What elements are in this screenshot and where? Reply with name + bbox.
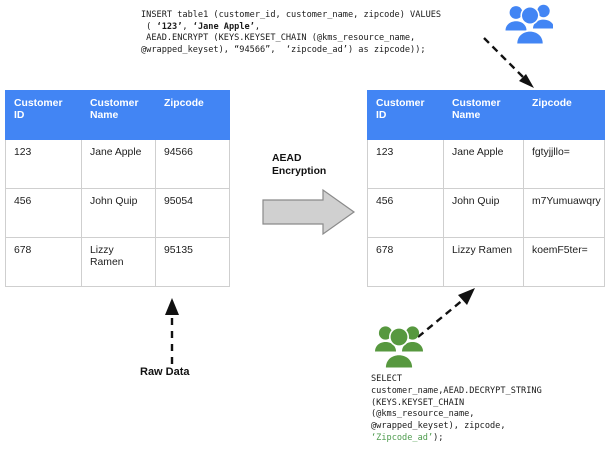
select-line-1: SELECT <box>371 374 403 384</box>
insert-literal-customer-id: ‘123’ <box>156 21 183 32</box>
column-header-zipcode: Zipcode <box>155 90 230 140</box>
block-arrow-right-icon <box>261 188 356 241</box>
select-line-6-tail: ); <box>433 432 444 443</box>
table-header-row: Customer ID Customer Name Zipcode <box>5 90 230 140</box>
select-line-5: @wrapped_keyset), zipcode, <box>371 421 506 432</box>
table-header-row: Customer ID Customer Name Zipcode <box>367 90 605 140</box>
table-row: 123 Jane Apple fgtyjjllo= <box>367 139 605 189</box>
raw-data-label: Raw Data <box>140 366 190 378</box>
cell-zipcode: 94566 <box>155 139 230 189</box>
insert-connector-dashed-arrow-icon <box>482 36 542 97</box>
table-row: 456 John Quip 95054 <box>5 188 230 238</box>
cell-zipcode-encrypted: fgtyjjllo= <box>523 139 605 189</box>
cell-customer-name: Jane Apple <box>81 139 156 189</box>
insert-line-2-mid: , <box>182 21 193 32</box>
cell-zipcode-encrypted: koemF5ter= <box>523 237 605 287</box>
table-row: 678 Lizzy Ramen koemF5ter= <box>367 237 605 287</box>
raw-data-connector-dashed-arrow-up-icon <box>160 296 184 371</box>
cell-customer-id: 678 <box>367 237 444 287</box>
insert-literal-customer-name: ‘Jane Apple’ <box>192 21 255 32</box>
raw-data-table: Customer ID Customer Name Zipcode 123 Ja… <box>5 90 230 287</box>
select-statement-code: SELECT customer_name,AEAD.DECRYPT_STRING… <box>371 374 542 445</box>
cell-customer-id: 456 <box>367 188 444 238</box>
people-group-icon-green <box>375 322 423 373</box>
column-header-zipcode: Zipcode <box>523 90 605 140</box>
cell-customer-name: Jane Apple <box>443 139 524 189</box>
insert-line-2-suffix: , <box>254 21 261 32</box>
column-header-customer-name: Customer Name <box>443 90 524 140</box>
column-header-customer-id: Customer ID <box>5 90 82 140</box>
people-group-icon-blue <box>505 2 554 49</box>
column-header-customer-id: Customer ID <box>367 90 444 140</box>
cell-customer-id: 456 <box>5 188 82 238</box>
cell-customer-id: 123 <box>367 139 444 189</box>
select-literal-zipcode-ad: ‘Zipcode_ad’ <box>371 432 434 443</box>
select-line-4: (@kms_resource_name, <box>371 409 475 420</box>
cell-zipcode-encrypted: m7Yumuawqry <box>523 188 605 238</box>
cell-customer-name: Lizzy Ramen <box>443 237 524 287</box>
column-header-customer-name: Customer Name <box>81 90 156 140</box>
insert-line-4: @wrapped_keyset), “94566”, ‘zipcode_ad’)… <box>141 44 426 55</box>
cell-customer-name: John Quip <box>81 188 156 238</box>
aead-encryption-label: AEAD Encryption <box>272 153 327 177</box>
insert-line-1: INSERT table1 (customer_id, customer_nam… <box>141 10 442 20</box>
cell-zipcode: 95054 <box>155 188 230 238</box>
cell-customer-id: 678 <box>5 237 82 287</box>
insert-statement-code: INSERT table1 (customer_id, customer_nam… <box>141 10 441 56</box>
table-row: 678 Lizzy Ramen 95135 <box>5 237 230 287</box>
insert-line-3: AEAD.ENCRYPT (KEYS.KEYSET_CHAIN (@kms_re… <box>141 33 416 44</box>
cell-zipcode: 95135 <box>155 237 230 287</box>
table-row: 123 Jane Apple 94566 <box>5 139 230 189</box>
insert-line-2-prefix: ( <box>141 21 157 32</box>
cell-customer-name: John Quip <box>443 188 524 238</box>
select-line-2: customer_name,AEAD.DECRYPT_STRING <box>371 385 542 396</box>
table-row: 456 John Quip m7Yumuawqry <box>367 188 605 238</box>
encrypted-data-table: Customer ID Customer Name Zipcode 123 Ja… <box>367 90 605 287</box>
select-connector-dashed-arrow-up-right-icon <box>416 283 488 344</box>
cell-customer-id: 123 <box>5 139 82 189</box>
select-line-3: (KEYS.KEYSET_CHAIN <box>371 397 465 408</box>
cell-customer-name: Lizzy Ramen <box>81 237 156 287</box>
